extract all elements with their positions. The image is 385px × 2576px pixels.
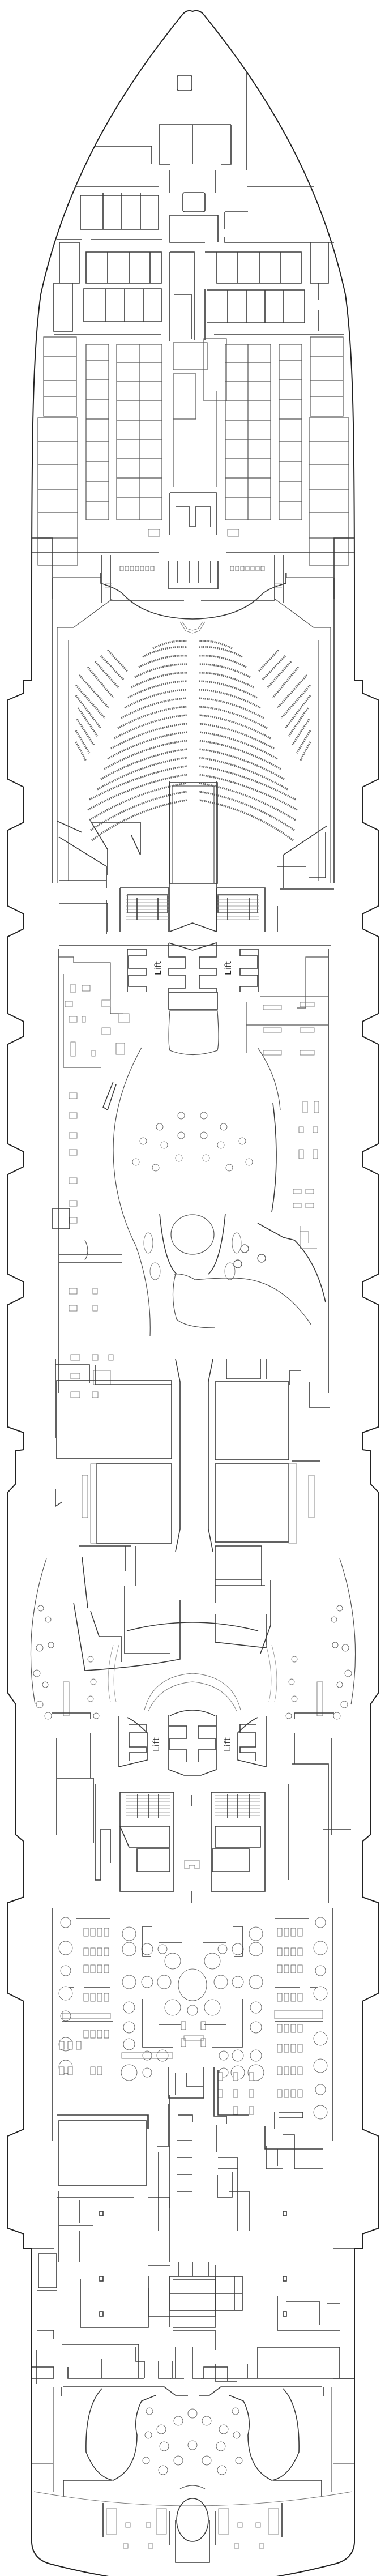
theater xyxy=(52,573,335,884)
shops-and-atrium xyxy=(52,949,329,1398)
service-galley xyxy=(32,2067,354,2384)
lift-label: Lift xyxy=(223,960,233,975)
hull-outline xyxy=(7,10,379,2576)
forward-lift-lobby xyxy=(57,781,334,1056)
bow-cabins xyxy=(32,72,354,566)
lift-label: Lift xyxy=(151,1737,161,1751)
aft-lift-lobby xyxy=(52,1710,351,1903)
midship-rooms xyxy=(55,1359,330,1671)
main-dining-room xyxy=(52,1908,333,2141)
lift-label: Lift xyxy=(223,1737,233,1751)
forward-lounge xyxy=(30,1558,356,1720)
lift-label: Lift xyxy=(153,960,163,975)
aft-lounge xyxy=(32,2386,354,2563)
